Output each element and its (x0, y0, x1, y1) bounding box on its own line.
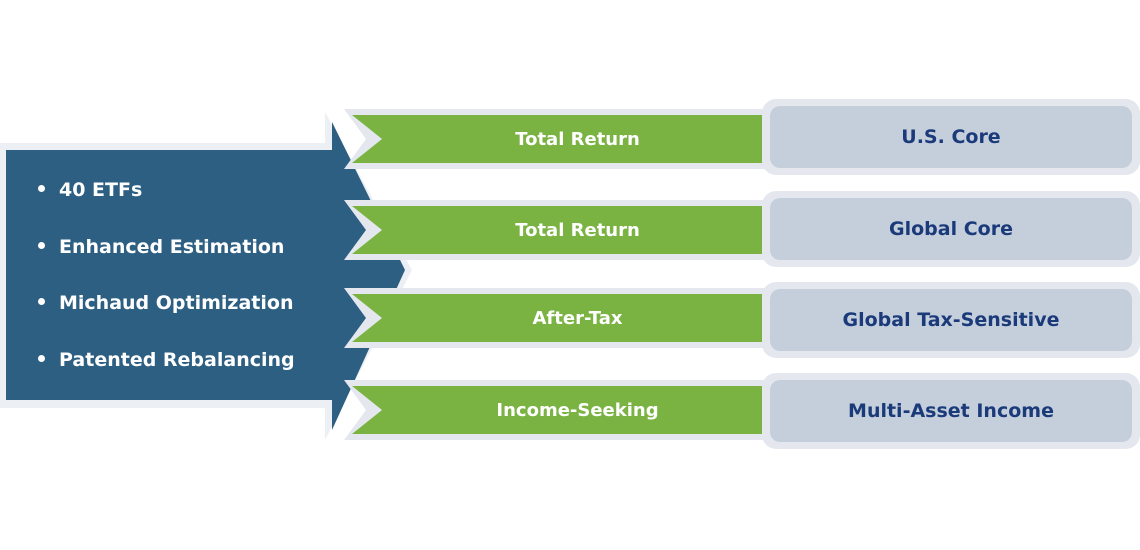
bullet-dot-icon (38, 185, 45, 192)
bullet-item: 40 ETFs (38, 176, 295, 233)
objective-arrow (352, 294, 776, 342)
source-arrow (6, 122, 405, 430)
source-bullet-list: 40 ETFs Enhanced Estimation Michaud Opti… (38, 176, 295, 402)
bullet-item: Michaud Optimization (38, 289, 295, 346)
portfolio-label: Global Core (889, 218, 1013, 240)
portfolio-box (770, 198, 1132, 260)
portfolio-box (770, 289, 1132, 351)
bullet-item: Patented Rebalancing (38, 346, 295, 403)
objective-label: Total Return (515, 219, 640, 241)
objective-label: After-Tax (532, 307, 623, 329)
objective-arrow (352, 386, 776, 434)
bullet-dot-icon (38, 241, 45, 249)
objective-arrow (352, 115, 776, 163)
objective-label: Income-Seeking (496, 399, 659, 421)
bullet-item: Enhanced Estimation (38, 233, 295, 290)
portfolio-box (770, 106, 1132, 168)
bullet-dot-icon (38, 354, 45, 362)
portfolio-box (770, 380, 1132, 442)
portfolio-label: U.S. Core (901, 126, 1001, 148)
portfolio-label: Global Tax-Sensitive (842, 309, 1060, 331)
objective-label: Total Return (515, 128, 640, 150)
objective-arrow (352, 206, 776, 254)
bullet-dot-icon (38, 298, 45, 305)
portfolio-label: Multi-Asset Income (848, 400, 1054, 422)
